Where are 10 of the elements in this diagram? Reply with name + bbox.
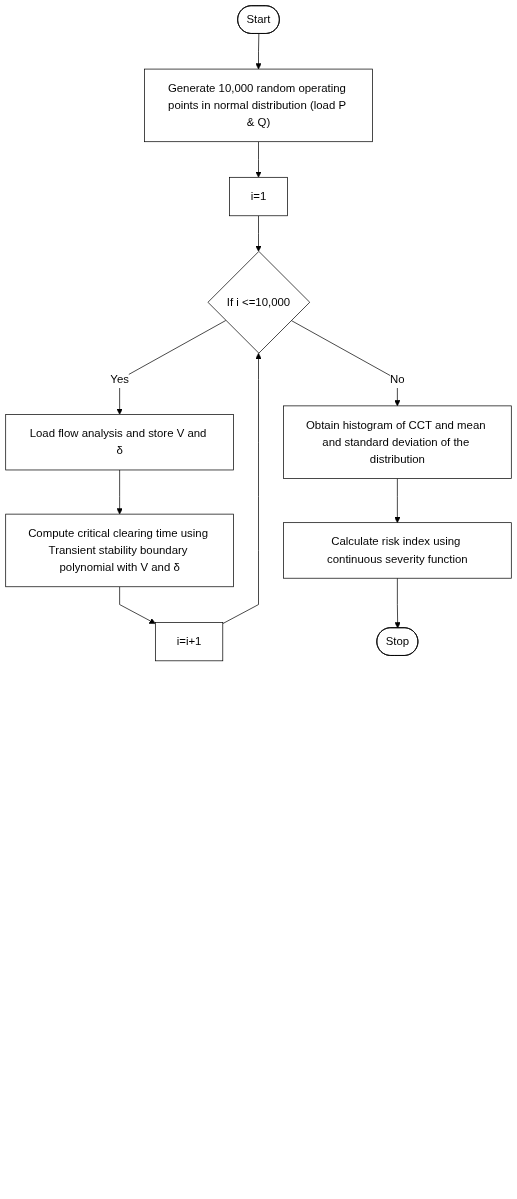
edge-label: No: [390, 373, 405, 386]
node-diamond: If i <=10,000: [207, 251, 311, 354]
node-box: Obtain histogram of CCT and mean and standard deviation of the distribution: [283, 405, 512, 479]
node-box: Generate 10,000 random operating points in normal distribution (load P & Q): [144, 68, 373, 143]
node-box: Calculate risk index using continuous severity function: [283, 522, 512, 579]
node-box: Compute critical clearing time using Transient stability boundary polynomial with V and δ: [5, 513, 234, 588]
node-box: Load flow analysis and store V and δ: [5, 414, 234, 471]
node-box: i=i+1: [155, 622, 224, 662]
edge-label: Yes: [110, 373, 129, 386]
node-box: i=1: [229, 176, 288, 217]
